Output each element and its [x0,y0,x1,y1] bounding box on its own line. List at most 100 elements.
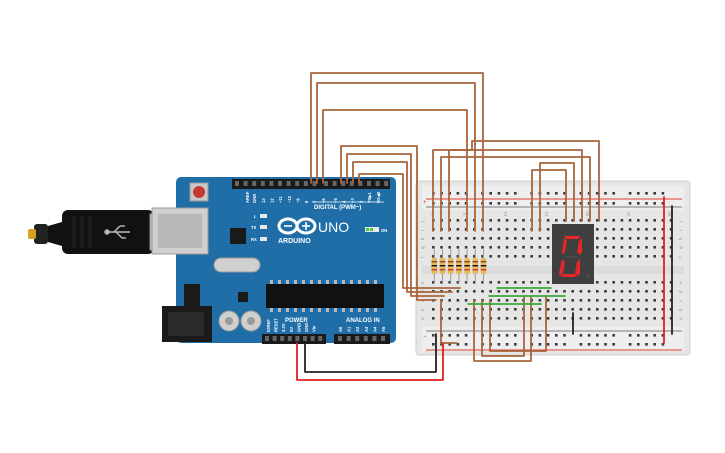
terminal-hole[interactable] [612,246,615,249]
rail-hole[interactable] [456,202,460,205]
header-pin[interactable] [280,336,285,341]
header-pin[interactable] [372,336,377,341]
terminal-hole[interactable] [522,290,525,293]
rail-hole[interactable] [653,343,656,346]
rail-hole[interactable] [596,202,599,205]
terminal-hole[interactable] [522,255,525,258]
terminal-hole[interactable] [432,308,435,311]
terminal-hole[interactable] [596,299,599,302]
terminal-hole[interactable] [473,290,476,293]
terminal-hole[interactable] [538,281,542,284]
terminal-hole[interactable] [596,317,599,320]
rail-hole[interactable] [497,192,501,195]
terminal-hole[interactable] [563,308,566,311]
terminal-hole[interactable] [505,281,509,284]
rail-hole[interactable] [538,334,542,337]
terminal-hole[interactable] [628,281,632,284]
terminal-hole[interactable] [653,255,656,258]
terminal-hole[interactable] [505,237,509,240]
terminal-hole[interactable] [497,246,501,249]
header-pin[interactable] [338,336,342,341]
terminal-hole[interactable] [538,255,542,258]
terminal-hole[interactable] [571,290,574,293]
terminal-hole[interactable] [481,290,484,293]
rail-hole[interactable] [546,334,550,337]
terminal-hole[interactable] [661,237,665,240]
terminal-hole[interactable] [522,237,525,240]
rail-hole[interactable] [546,192,550,195]
terminal-hole[interactable] [596,219,599,222]
terminal-hole[interactable] [505,299,509,302]
rail-hole[interactable] [645,334,648,337]
terminal-hole[interactable] [514,219,517,222]
terminal-hole[interactable] [604,317,607,320]
terminal-hole[interactable] [440,246,443,249]
terminal-hole[interactable] [612,281,615,284]
header-pin[interactable] [303,336,307,341]
rail-hole[interactable] [645,192,648,195]
terminal-hole[interactable] [448,255,451,258]
terminal-hole[interactable] [522,281,525,284]
terminal-hole[interactable] [620,299,624,302]
header-pin[interactable] [375,181,380,186]
terminal-hole[interactable] [514,246,517,249]
terminal-hole[interactable] [497,317,501,320]
terminal-hole[interactable] [464,219,468,222]
terminal-hole[interactable] [628,317,632,320]
rail-hole[interactable] [637,334,640,337]
terminal-hole[interactable] [604,237,607,240]
terminal-hole[interactable] [637,290,640,293]
terminal-hole[interactable] [456,317,460,320]
rail-hole[interactable] [587,343,591,346]
terminal-hole[interactable] [473,255,476,258]
rail-hole[interactable] [505,343,509,346]
terminal-hole[interactable] [456,255,460,258]
terminal-hole[interactable] [538,246,542,249]
terminal-hole[interactable] [456,308,460,311]
header-pin[interactable] [384,181,389,186]
terminal-hole[interactable] [514,299,517,302]
terminal-hole[interactable] [628,308,632,311]
terminal-hole[interactable] [637,246,640,249]
terminal-hole[interactable] [555,290,558,293]
terminal-hole[interactable] [620,281,624,284]
terminal-hole[interactable] [538,299,542,302]
terminal-hole[interactable] [546,219,550,222]
terminal-hole[interactable] [432,237,435,240]
rail-hole[interactable] [637,202,640,205]
rail-hole[interactable] [661,334,665,337]
terminal-hole[interactable] [432,317,435,320]
terminal-hole[interactable] [530,290,533,293]
terminal-hole[interactable] [628,290,632,293]
terminal-hole[interactable] [661,317,665,320]
terminal-hole[interactable] [448,308,451,311]
header-pin[interactable] [355,336,360,341]
rail-hole[interactable] [448,334,451,337]
terminal-hole[interactable] [661,255,665,258]
terminal-hole[interactable] [661,281,665,284]
header-pin[interactable] [310,336,315,341]
terminal-hole[interactable] [473,281,476,284]
terminal-hole[interactable] [645,290,648,293]
header-pin[interactable] [260,181,265,186]
terminal-hole[interactable] [546,255,550,258]
terminal-hole[interactable] [538,308,542,311]
rail-hole[interactable] [563,202,566,205]
terminal-hole[interactable] [473,237,476,240]
terminal-hole[interactable] [579,299,583,302]
rail-hole[interactable] [555,343,558,346]
terminal-hole[interactable] [620,255,624,258]
terminal-hole[interactable] [505,246,509,249]
terminal-hole[interactable] [448,299,451,302]
terminal-hole[interactable] [555,308,558,311]
rail-hole[interactable] [579,192,583,195]
terminal-hole[interactable] [612,290,615,293]
rail-hole[interactable] [563,343,566,346]
terminal-hole[interactable] [555,299,558,302]
terminal-hole[interactable] [432,246,435,249]
terminal-hole[interactable] [620,246,624,249]
terminal-hole[interactable] [546,308,550,311]
terminal-hole[interactable] [464,290,468,293]
rail-hole[interactable] [448,343,451,346]
